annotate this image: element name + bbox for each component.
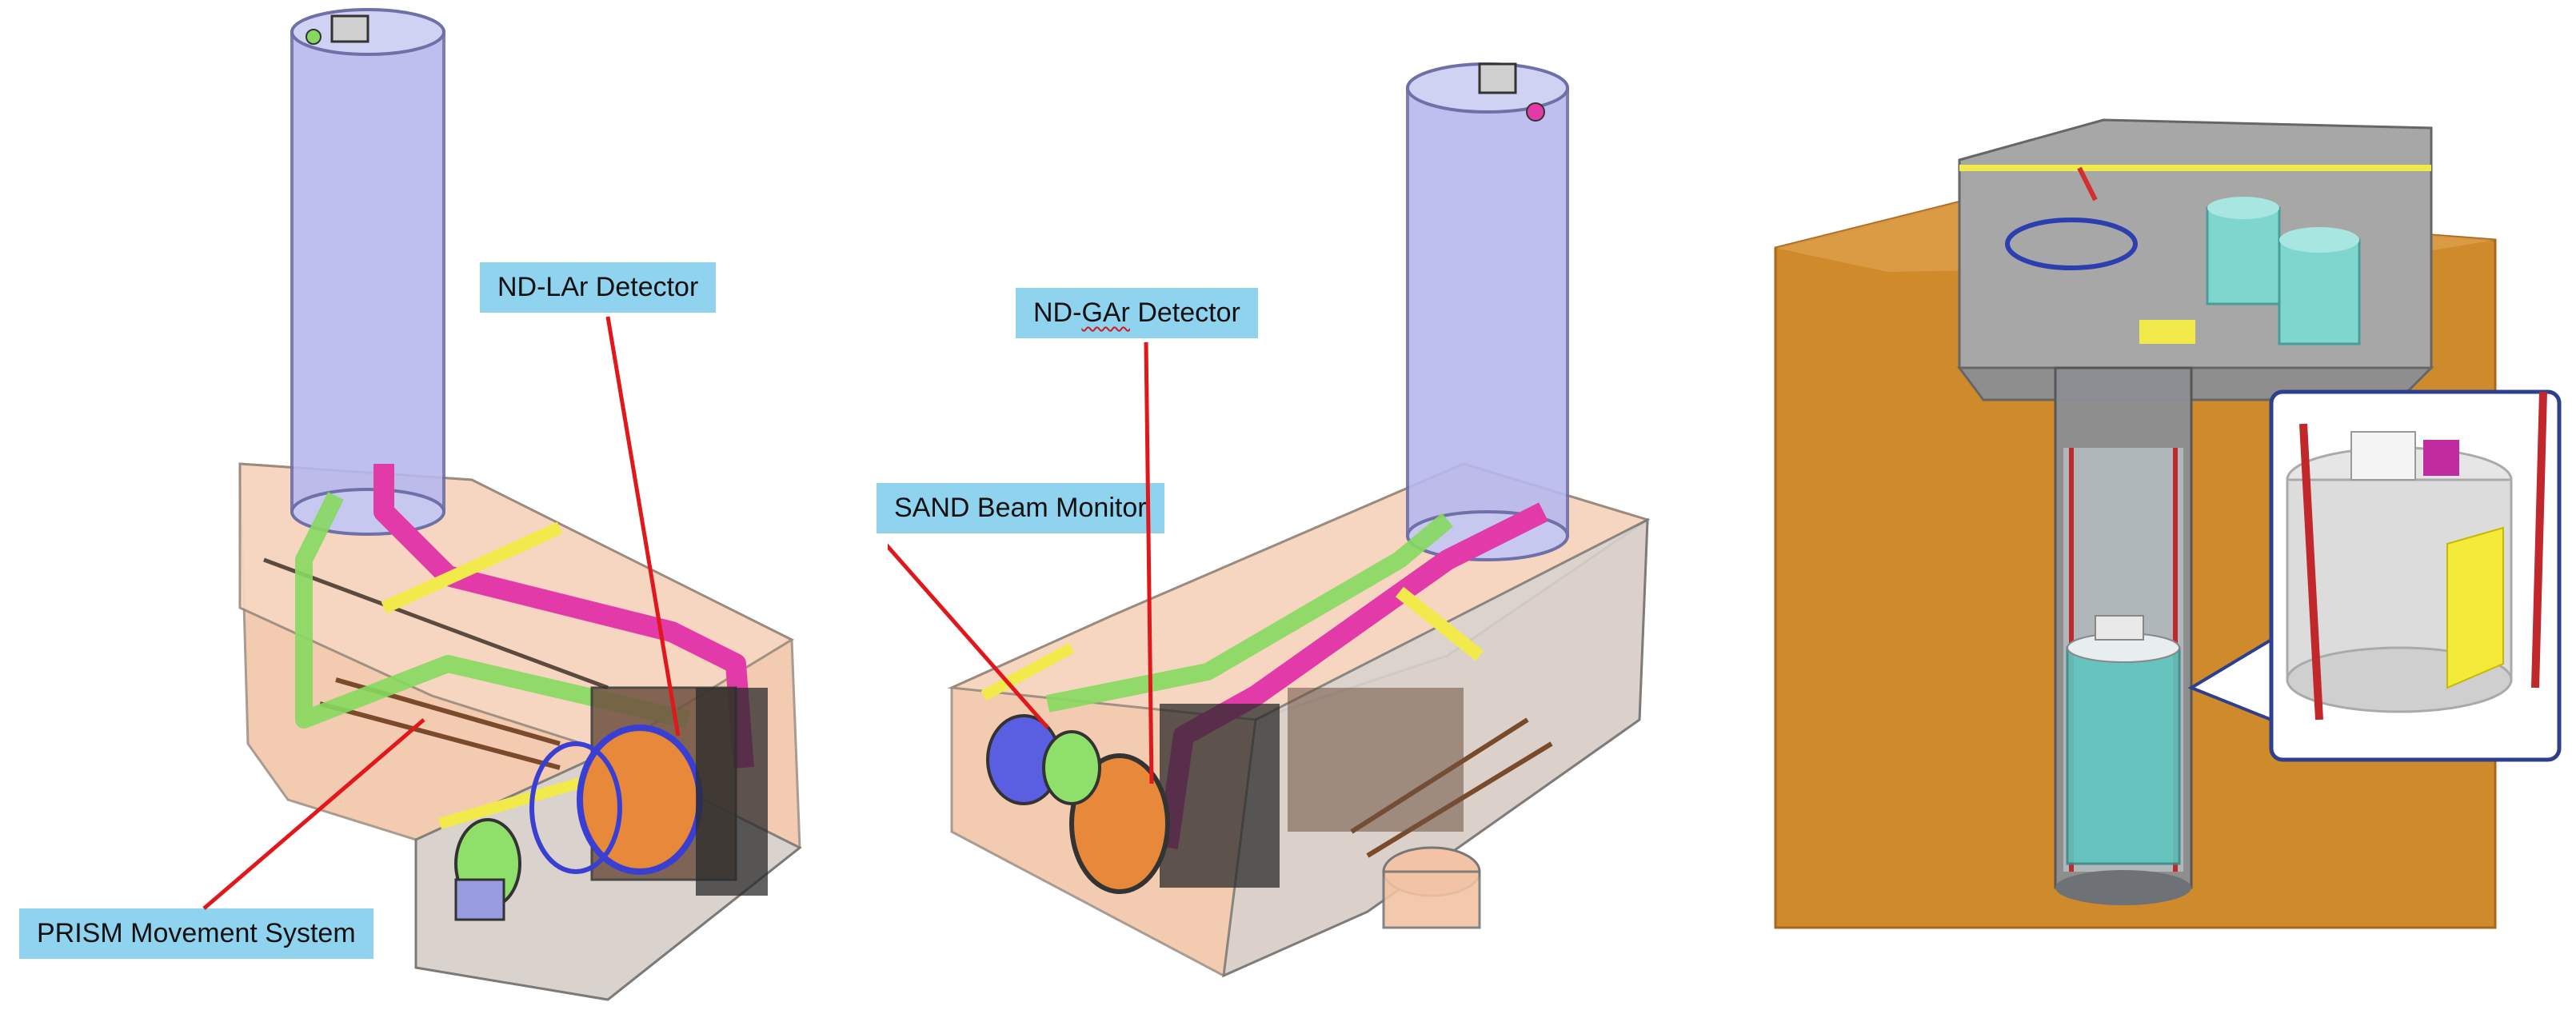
prism-label: PRISM Movement System [19,908,373,960]
nd-gar-label: ND-GAr Detector [1016,288,1258,339]
nd-lar-label: ND-LAr Detector [480,262,717,313]
middle-hall-diagram: ND-GAr Detector SAND Beam Monitor [877,0,1687,1018]
sand-label: SAND Beam Monitor [877,483,1164,534]
cavern-3d-model-left-icon [238,8,802,1001]
nd-gar-suffix: Detector [1129,297,1240,328]
underground-shaft-cutaway-icon [1774,118,2562,929]
nd-gar-prefix: ND- [1033,297,1082,328]
left-hall-diagram: ND-LAr Detector PRISM Movement System [0,0,848,1018]
nd-gar-word: GAr [1081,297,1130,328]
right-shaft-cutaway [1743,0,2576,1018]
